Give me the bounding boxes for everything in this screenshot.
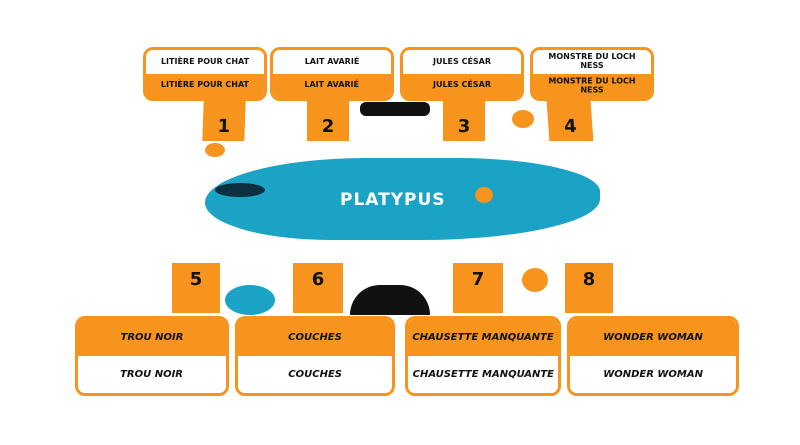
card-4[interactable]: MONSTRE DU LOCH NESS MONSTRE DU LOCH NES… <box>530 47 654 101</box>
card-label-flipped: COUCHES <box>238 356 392 393</box>
card-5[interactable]: TROU NOIR TROU NOIR <box>75 316 229 396</box>
log-illustration <box>360 102 430 116</box>
card-1[interactable]: LITIÈRE POUR CHAT LITIÈRE POUR CHAT <box>143 47 267 101</box>
card-label: MONSTRE DU LOCH NESS <box>533 50 651 74</box>
card-3[interactable]: JULES CÉSAR JULES CÉSAR <box>400 47 524 101</box>
bush-illustration <box>225 285 275 315</box>
rock-illustration <box>350 285 430 315</box>
card-label-flipped: WONDER WOMAN <box>570 356 736 393</box>
card-label: CHAUSETTE MANQUANTE <box>408 319 558 356</box>
number-tab-5: 5 <box>172 263 220 313</box>
game-logo: PLATYPUS <box>340 190 446 210</box>
card-label: JULES CÉSAR <box>403 50 521 74</box>
number-tab-4: 4 <box>546 101 594 141</box>
card-6[interactable]: COUCHES COUCHES <box>235 316 395 396</box>
card-label: LITIÈRE POUR CHAT <box>146 50 264 74</box>
card-2[interactable]: LAIT AVARIÉ LAIT AVARIÉ <box>270 47 394 101</box>
platypus-illustration <box>205 143 225 157</box>
card-8[interactable]: WONDER WOMAN WONDER WOMAN <box>567 316 739 396</box>
card-label-flipped: LAIT AVARIÉ <box>273 74 391 98</box>
card-label-flipped: TROU NOIR <box>78 356 226 393</box>
card-label-flipped: LITIÈRE POUR CHAT <box>146 74 264 98</box>
card-label-flipped: CHAUSETTE MANQUANTE <box>408 356 558 393</box>
number-tab-7: 7 <box>453 263 503 313</box>
platypus-illustration <box>522 268 548 292</box>
card-label-flipped: MONSTRE DU LOCH NESS <box>533 74 651 98</box>
card-7[interactable]: CHAUSETTE MANQUANTE CHAUSETTE MANQUANTE <box>405 316 561 396</box>
card-label: LAIT AVARIÉ <box>273 50 391 74</box>
number-tab-3: 3 <box>443 101 485 141</box>
number-tab-8: 8 <box>565 263 613 313</box>
rock-illustration <box>215 183 265 197</box>
number-tab-6: 6 <box>293 263 343 313</box>
card-label: WONDER WOMAN <box>570 319 736 356</box>
lake-illustration <box>205 158 600 240</box>
card-label: COUCHES <box>238 319 392 356</box>
card-label: TROU NOIR <box>78 319 226 356</box>
platypus-illustration <box>512 110 534 128</box>
platypus-illustration <box>475 187 493 203</box>
number-tab-1: 1 <box>202 101 246 141</box>
card-label-flipped: JULES CÉSAR <box>403 74 521 98</box>
number-tab-2: 2 <box>307 101 349 141</box>
